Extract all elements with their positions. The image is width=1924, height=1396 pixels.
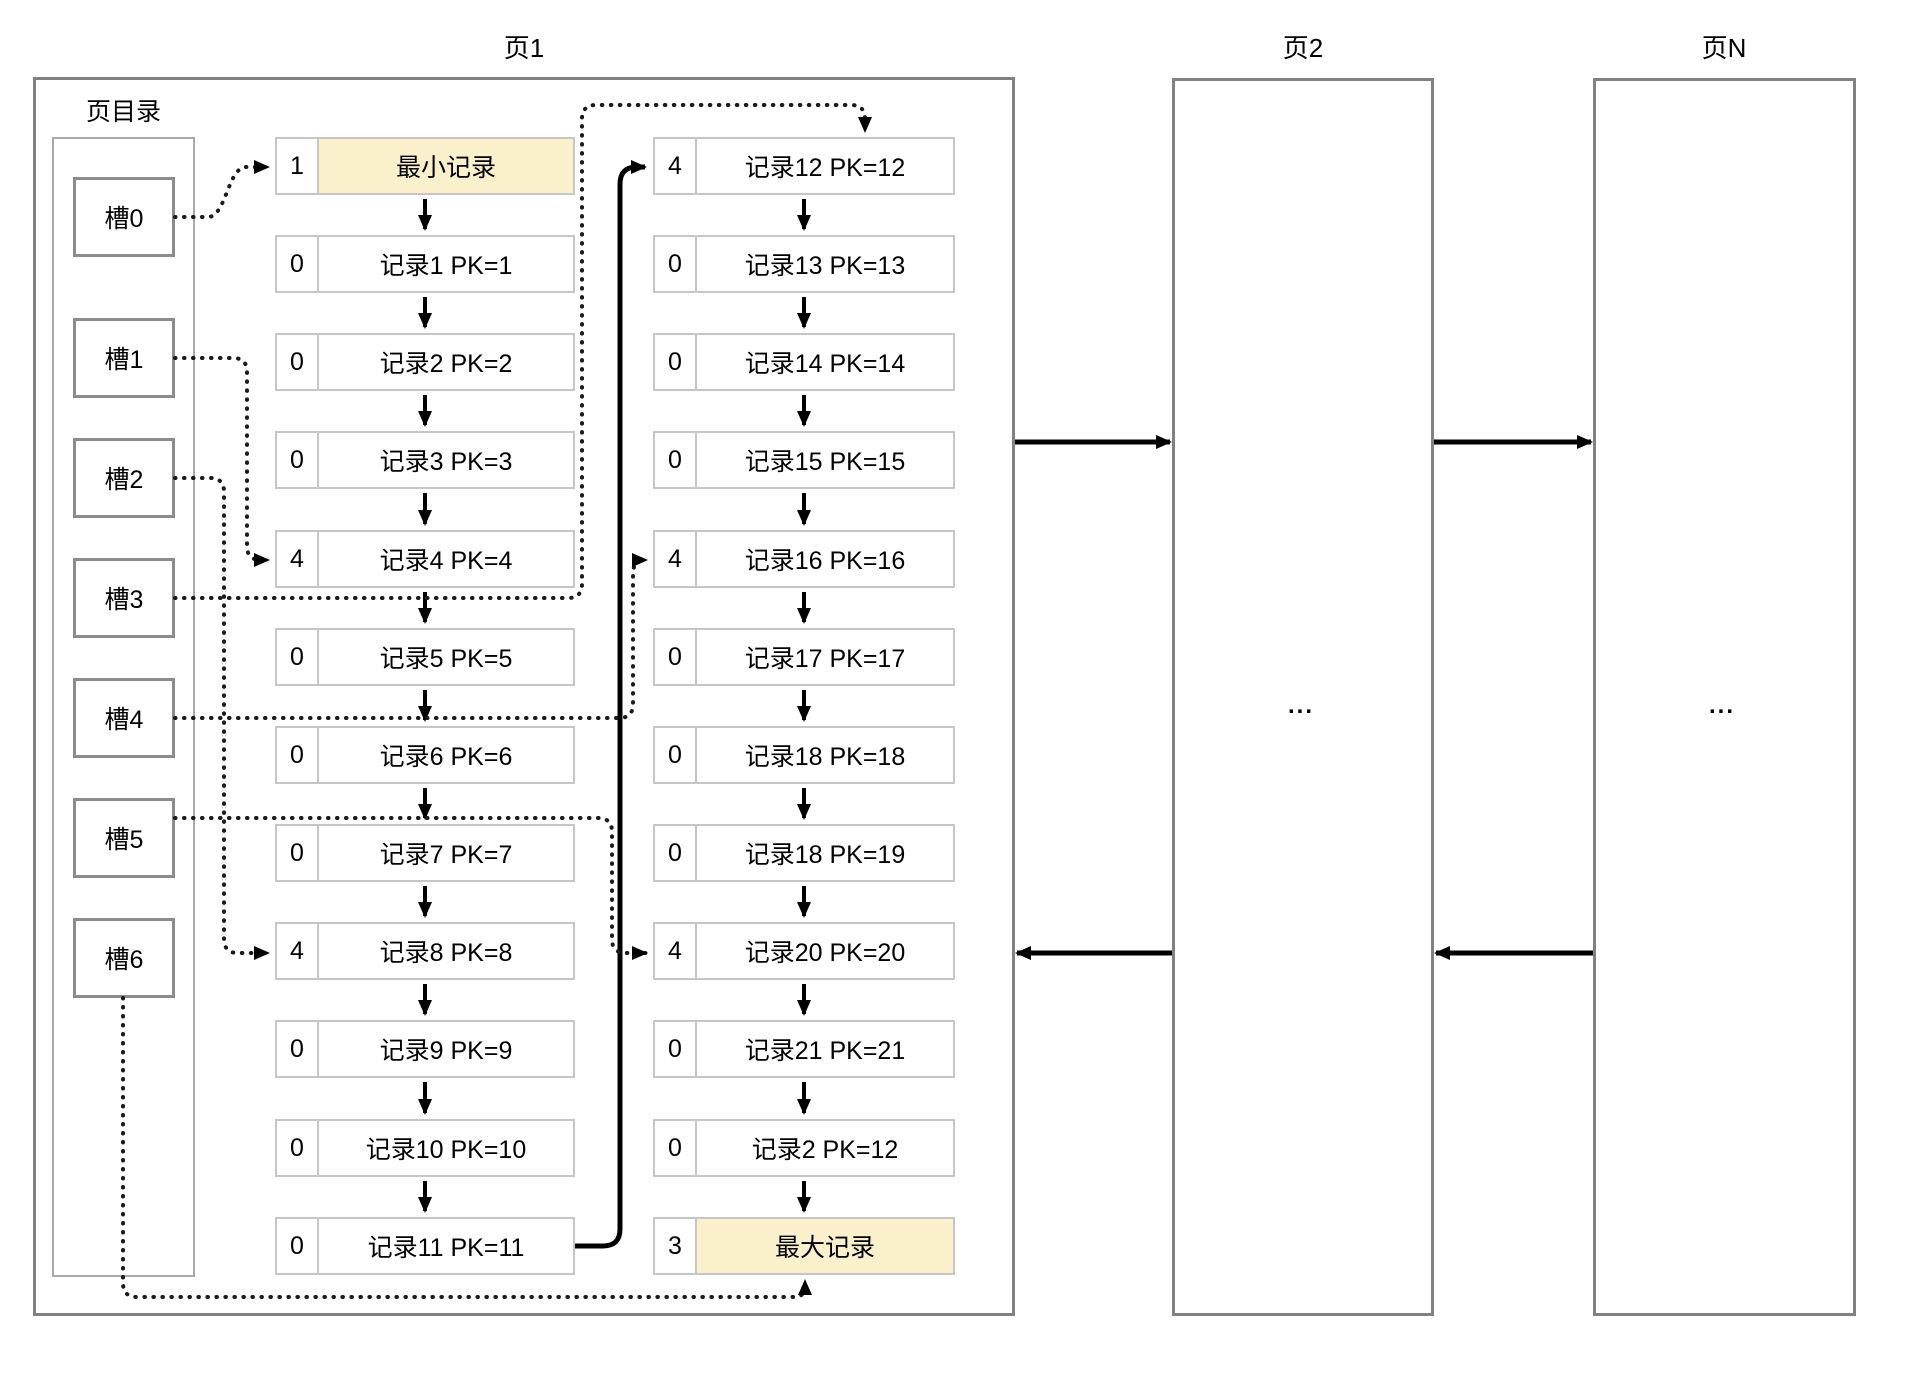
record-label: 记录17 PK=17 [744, 645, 906, 673]
record-owned-count: 0 [655, 433, 697, 487]
record-owned-count: 0 [277, 433, 319, 487]
record-row-12: 4 记录12 PK=12 [653, 137, 955, 195]
record-row-16: 4 记录16 PK=16 [653, 530, 955, 588]
slot-3: 槽3 [73, 558, 175, 638]
slot-4: 槽4 [73, 678, 175, 758]
page2-ellipsis: ... [1288, 692, 1315, 719]
record-row-22: 0 记录2 PK=12 [653, 1119, 955, 1177]
record-label: 记录12 PK=12 [744, 154, 906, 182]
record-owned-count: 0 [277, 335, 319, 389]
record-owned-count: 0 [655, 728, 697, 782]
record-owned-count: 0 [277, 1022, 319, 1076]
record-label: 最大记录 [697, 1219, 953, 1273]
record-owned-count: 0 [655, 630, 697, 684]
record-label: 记录21 PK=21 [744, 1037, 906, 1065]
record-label: 记录20 PK=20 [744, 939, 906, 967]
pageN-box [1593, 78, 1856, 1316]
pageN-ellipsis: ... [1709, 692, 1736, 719]
slot-5: 槽5 [73, 798, 175, 878]
record-owned-count: 1 [277, 139, 319, 193]
record-owned-count: 0 [277, 826, 319, 880]
record-owned-count: 0 [655, 237, 697, 291]
record-owned-count: 0 [277, 237, 319, 291]
record-label: 记录1 PK=1 [379, 252, 513, 280]
record-label: 记录15 PK=15 [744, 448, 906, 476]
record-row-10: 0 记录10 PK=10 [275, 1119, 575, 1177]
record-label: 记录18 PK=19 [744, 841, 906, 869]
slot-6: 槽6 [73, 918, 175, 998]
record-row-19: 0 记录18 PK=19 [653, 824, 955, 882]
page2-title: 页2 [1282, 33, 1324, 63]
page1-title: 页1 [503, 33, 545, 63]
record-label: 记录7 PK=7 [379, 841, 513, 869]
record-owned-count: 3 [655, 1219, 697, 1273]
page2-box [1172, 78, 1434, 1316]
record-row-13: 0 记录13 PK=13 [653, 235, 955, 293]
record-label: 记录14 PK=14 [744, 350, 906, 378]
slot-2: 槽2 [73, 438, 175, 518]
pageN-title: 页N [1701, 33, 1747, 63]
record-label: 记录2 PK=2 [379, 350, 513, 378]
record-label: 记录18 PK=18 [744, 743, 906, 771]
record-label: 记录10 PK=10 [365, 1136, 527, 1164]
record-label: 记录4 PK=4 [379, 547, 513, 575]
record-label: 记录16 PK=16 [744, 547, 906, 575]
record-label: 记录13 PK=13 [744, 252, 906, 280]
record-row-11: 0 记录11 PK=11 [275, 1217, 575, 1275]
record-row-18: 0 记录18 PK=18 [653, 726, 955, 784]
record-row-5: 0 记录5 PK=5 [275, 628, 575, 686]
record-row-15: 0 记录15 PK=15 [653, 431, 955, 489]
record-row-min: 1 最小记录 [275, 137, 575, 195]
record-owned-count: 4 [655, 139, 697, 193]
record-label: 最小记录 [319, 139, 573, 193]
slot-0: 槽0 [73, 177, 175, 257]
record-owned-count: 4 [655, 924, 697, 978]
record-owned-count: 4 [277, 532, 319, 586]
record-label: 记录3 PK=3 [379, 448, 513, 476]
record-owned-count: 0 [655, 1022, 697, 1076]
record-label: 记录5 PK=5 [379, 645, 513, 673]
record-row-6: 0 记录6 PK=6 [275, 726, 575, 784]
slot-1: 槽1 [73, 318, 175, 398]
record-row-21: 0 记录21 PK=21 [653, 1020, 955, 1078]
record-row-9: 0 记录9 PK=9 [275, 1020, 575, 1078]
record-row-3: 0 记录3 PK=3 [275, 431, 575, 489]
record-row-max: 3 最大记录 [653, 1217, 955, 1275]
record-label: 记录11 PK=11 [367, 1234, 525, 1262]
record-owned-count: 0 [277, 728, 319, 782]
record-owned-count: 0 [277, 630, 319, 684]
record-owned-count: 4 [655, 532, 697, 586]
record-row-14: 0 记录14 PK=14 [653, 333, 955, 391]
record-owned-count: 0 [277, 1121, 319, 1175]
record-row-1: 0 记录1 PK=1 [275, 235, 575, 293]
record-owned-count: 4 [277, 924, 319, 978]
record-row-8: 4 记录8 PK=8 [275, 922, 575, 980]
record-owned-count: 0 [277, 1219, 319, 1273]
record-owned-count: 0 [655, 1121, 697, 1175]
page-directory-label: 页目录 [85, 98, 161, 126]
record-row-20: 4 记录20 PK=20 [653, 922, 955, 980]
record-label: 记录2 PK=12 [751, 1136, 899, 1164]
record-row-7: 0 记录7 PK=7 [275, 824, 575, 882]
record-label: 记录9 PK=9 [379, 1037, 513, 1065]
record-row-2: 0 记录2 PK=2 [275, 333, 575, 391]
record-owned-count: 0 [655, 826, 697, 880]
record-row-4: 4 记录4 PK=4 [275, 530, 575, 588]
record-row-17: 0 记录17 PK=17 [653, 628, 955, 686]
record-owned-count: 0 [655, 335, 697, 389]
record-label: 记录8 PK=8 [379, 939, 513, 967]
record-label: 记录6 PK=6 [379, 743, 513, 771]
